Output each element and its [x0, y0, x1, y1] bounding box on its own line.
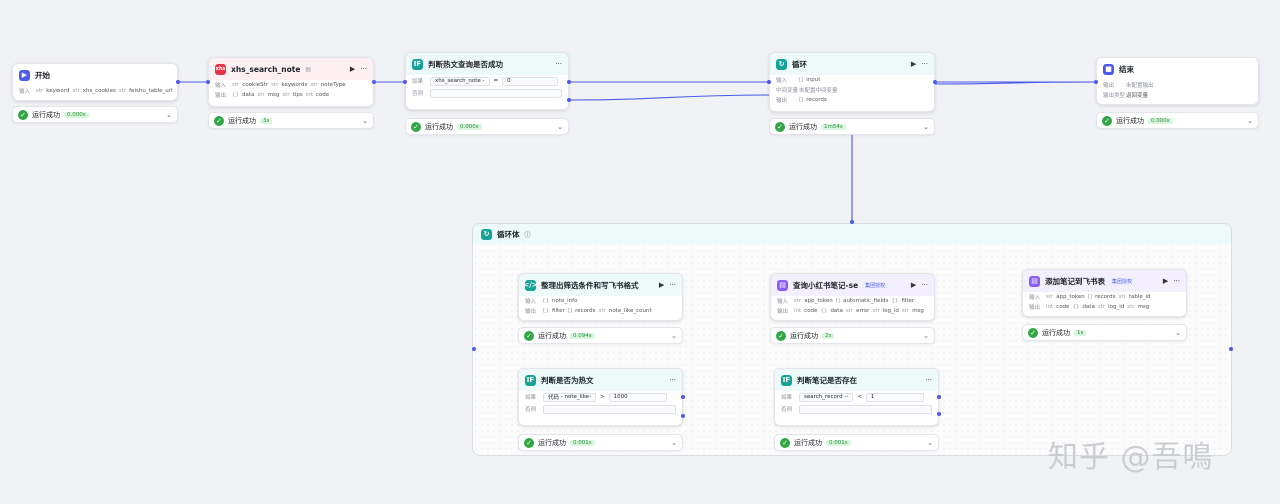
info-icon: ⓘ	[524, 231, 531, 239]
more-icon[interactable]: ···	[1173, 277, 1180, 285]
output-port[interactable]	[937, 395, 941, 399]
run-button[interactable]: ▶	[349, 65, 356, 73]
output-port[interactable]	[567, 98, 571, 102]
chevron-down-icon[interactable]: ⌄	[671, 331, 677, 340]
start-icon: ▶	[19, 69, 30, 81]
chevron-down-icon[interactable]: ⌄	[923, 331, 929, 340]
input-port[interactable]	[767, 80, 771, 84]
output-port[interactable]	[1229, 347, 1233, 351]
check-icon: ✓	[524, 437, 534, 448]
more-icon[interactable]: ···	[360, 65, 367, 73]
output-port[interactable]	[681, 414, 685, 418]
chevron-down-icon[interactable]: ⌄	[557, 122, 563, 131]
var-cookies: xhs_cookies	[82, 88, 116, 94]
output-port[interactable]	[937, 412, 941, 416]
code-icon: </>	[523, 279, 538, 291]
loop-icon: ↻	[481, 228, 492, 240]
check-icon: ✓	[18, 109, 28, 120]
check-icon: ✓	[776, 330, 786, 341]
if-icon: IF	[525, 374, 536, 386]
end-icon: ■	[1103, 63, 1114, 75]
run-button[interactable]: ▶	[910, 60, 917, 68]
loop-node[interactable]: ↻循环▶··· 输入[]input 中间变量未配置中间变量 输出[]record…	[769, 52, 935, 112]
check-icon: ✓	[1102, 115, 1112, 126]
else-branch[interactable]	[543, 404, 676, 414]
var-keyword: keyword	[46, 88, 70, 94]
check-icon: ✓	[524, 330, 534, 341]
chevron-down-icon[interactable]: ⌄	[1175, 328, 1181, 337]
code-node[interactable]: </>整理出筛选条件和写飞书格式▶··· 输入{}note_info 输出{}f…	[518, 273, 683, 321]
chevron-down-icon[interactable]: ⌄	[166, 110, 172, 119]
output-port[interactable]	[567, 80, 571, 84]
more-icon[interactable]: ···	[669, 376, 676, 384]
chevron-down-icon[interactable]: ⌄	[927, 438, 933, 447]
chevron-down-icon[interactable]: ⌄	[1247, 116, 1253, 125]
run-button[interactable]: ▶	[658, 281, 665, 289]
check-icon: ✓	[780, 437, 790, 448]
output-port[interactable]	[176, 80, 180, 84]
watermark: 知乎 @吾鳴	[1048, 440, 1214, 475]
check-icon: ✓	[775, 121, 785, 132]
input-port[interactable]	[206, 80, 210, 84]
chevron-down-icon[interactable]: ⌄	[923, 122, 929, 131]
input-port[interactable]	[1094, 80, 1098, 84]
plugin-icon: xhs	[215, 63, 226, 75]
else-branch[interactable]	[430, 88, 562, 98]
node-title: 开始	[35, 70, 50, 80]
chevron-down-icon[interactable]: ⌄	[671, 438, 677, 447]
output-port[interactable]	[681, 395, 685, 399]
else-branch[interactable]	[799, 404, 932, 414]
more-icon[interactable]: ···	[555, 60, 562, 68]
more-icon[interactable]: ···	[925, 376, 932, 384]
api-icon: ▤	[1029, 275, 1040, 287]
check-icon: ✓	[411, 121, 421, 132]
if-icon: IF	[781, 374, 792, 386]
more-icon[interactable]: ···	[921, 281, 928, 289]
end-node[interactable]: ■结束 输出未配置输出 输出类型返回变量	[1096, 57, 1259, 105]
more-icon[interactable]: ···	[921, 60, 928, 68]
run-button[interactable]: ▶	[1162, 277, 1169, 285]
check-icon: ✓	[214, 115, 224, 126]
doc-icon: ▤	[305, 65, 312, 73]
input-port[interactable]	[403, 80, 407, 84]
var-table-url: feishu_table_url	[129, 88, 173, 94]
run-button[interactable]: ▶	[910, 281, 917, 289]
output-port[interactable]	[933, 80, 937, 84]
more-icon[interactable]: ···	[669, 281, 676, 289]
output-port[interactable]	[372, 80, 376, 84]
loop-icon: ↻	[776, 58, 787, 70]
input-port[interactable]	[472, 347, 476, 351]
api-icon: ▤	[777, 279, 788, 291]
check-icon: ✓	[1028, 327, 1038, 338]
if-icon: IF	[412, 58, 423, 70]
chevron-down-icon[interactable]: ⌄	[362, 116, 368, 125]
loop-port[interactable]	[850, 220, 854, 224]
